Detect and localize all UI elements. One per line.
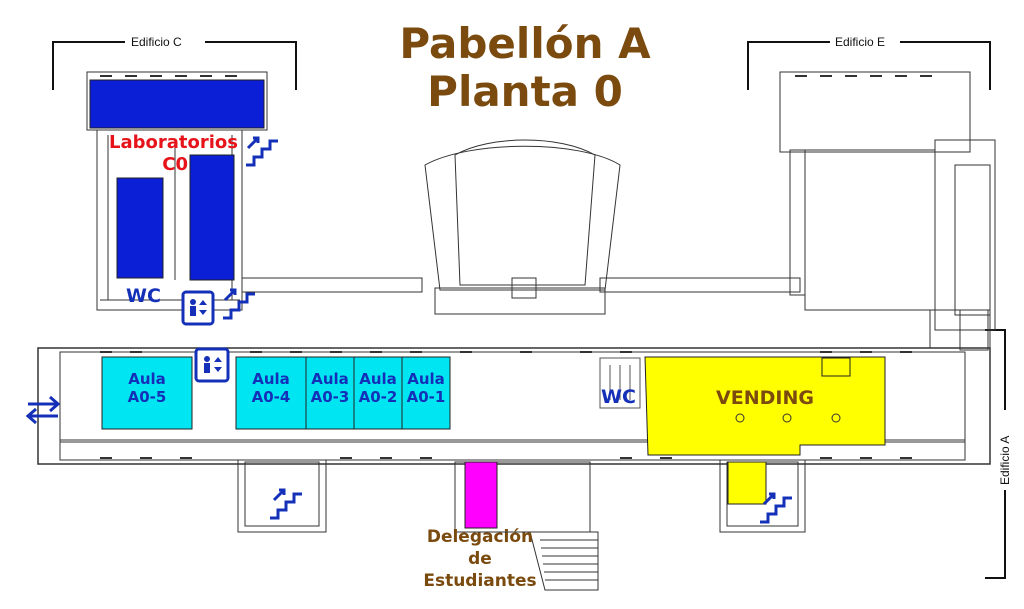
building-e-top xyxy=(779,71,971,153)
aula-a0-1-room xyxy=(401,356,451,430)
stairs-icon xyxy=(760,492,792,524)
wc-label-lower: WC xyxy=(601,386,636,408)
connector-corridor-left xyxy=(241,277,423,293)
aula-a0-2-label: Aula A0-2 xyxy=(358,370,398,406)
aula-a0-5-label: Aula A0-5 xyxy=(127,370,167,406)
delegacion-room xyxy=(464,461,498,529)
laboratorios-room-right xyxy=(189,154,235,281)
edificio-c-bracket xyxy=(52,41,125,90)
aula-a0-5-room xyxy=(101,356,193,430)
building-e-side-wing xyxy=(934,139,996,331)
delegacion-stairs xyxy=(529,531,599,591)
delegacion-label-line2: de xyxy=(468,549,492,569)
stairs-icon xyxy=(223,288,255,320)
edificio-e-label: Edificio E xyxy=(832,35,889,49)
delegacion-label-line3: Estudiantes xyxy=(423,571,537,591)
wc-fixtures-lower xyxy=(599,357,641,409)
building-a-outline xyxy=(37,347,991,465)
exit-arrows-icon xyxy=(25,395,61,425)
south-stair-tower-right xyxy=(719,459,806,533)
edificio-e-bracket xyxy=(747,41,830,90)
building-c-wing xyxy=(96,129,243,311)
stairs-icon xyxy=(246,136,278,167)
vending-annex xyxy=(727,461,767,505)
laboratorios-room-top xyxy=(89,79,265,129)
wc-label-upper: WC xyxy=(126,285,161,307)
edificio-c-label: Edificio C xyxy=(128,35,185,49)
vending-label: VENDING xyxy=(716,387,814,409)
aula-a0-3-label: Aula A0-3 xyxy=(310,370,350,406)
edificio-a-label: Edificio A xyxy=(998,432,1012,488)
aula-a0-3-room xyxy=(305,356,355,430)
central-courtyard xyxy=(424,145,621,291)
laboratorios-room-left xyxy=(116,177,164,279)
aula-a0-4-label: Aula A0-4 xyxy=(251,370,291,406)
laboratorios-label-line1: Laboratorios xyxy=(109,132,238,153)
aula-a0-2-room xyxy=(353,356,403,430)
stairs-icon xyxy=(270,488,302,520)
delegacion-label-line1: Delegación xyxy=(426,527,534,547)
elevator-icon xyxy=(181,290,215,326)
connector-corridor-right xyxy=(599,277,801,293)
aula-a0-4-room xyxy=(235,356,307,430)
south-stair-tower-left xyxy=(237,459,327,533)
aula-a0-1-label: Aula A0-1 xyxy=(406,370,446,406)
vending-area xyxy=(644,356,886,456)
map-title-line2: Planta 0 xyxy=(427,67,623,116)
laboratorios-label-line2: C0 xyxy=(162,154,188,175)
elevator-icon xyxy=(194,347,230,383)
map-title-line1: Pabellón A xyxy=(399,19,651,68)
